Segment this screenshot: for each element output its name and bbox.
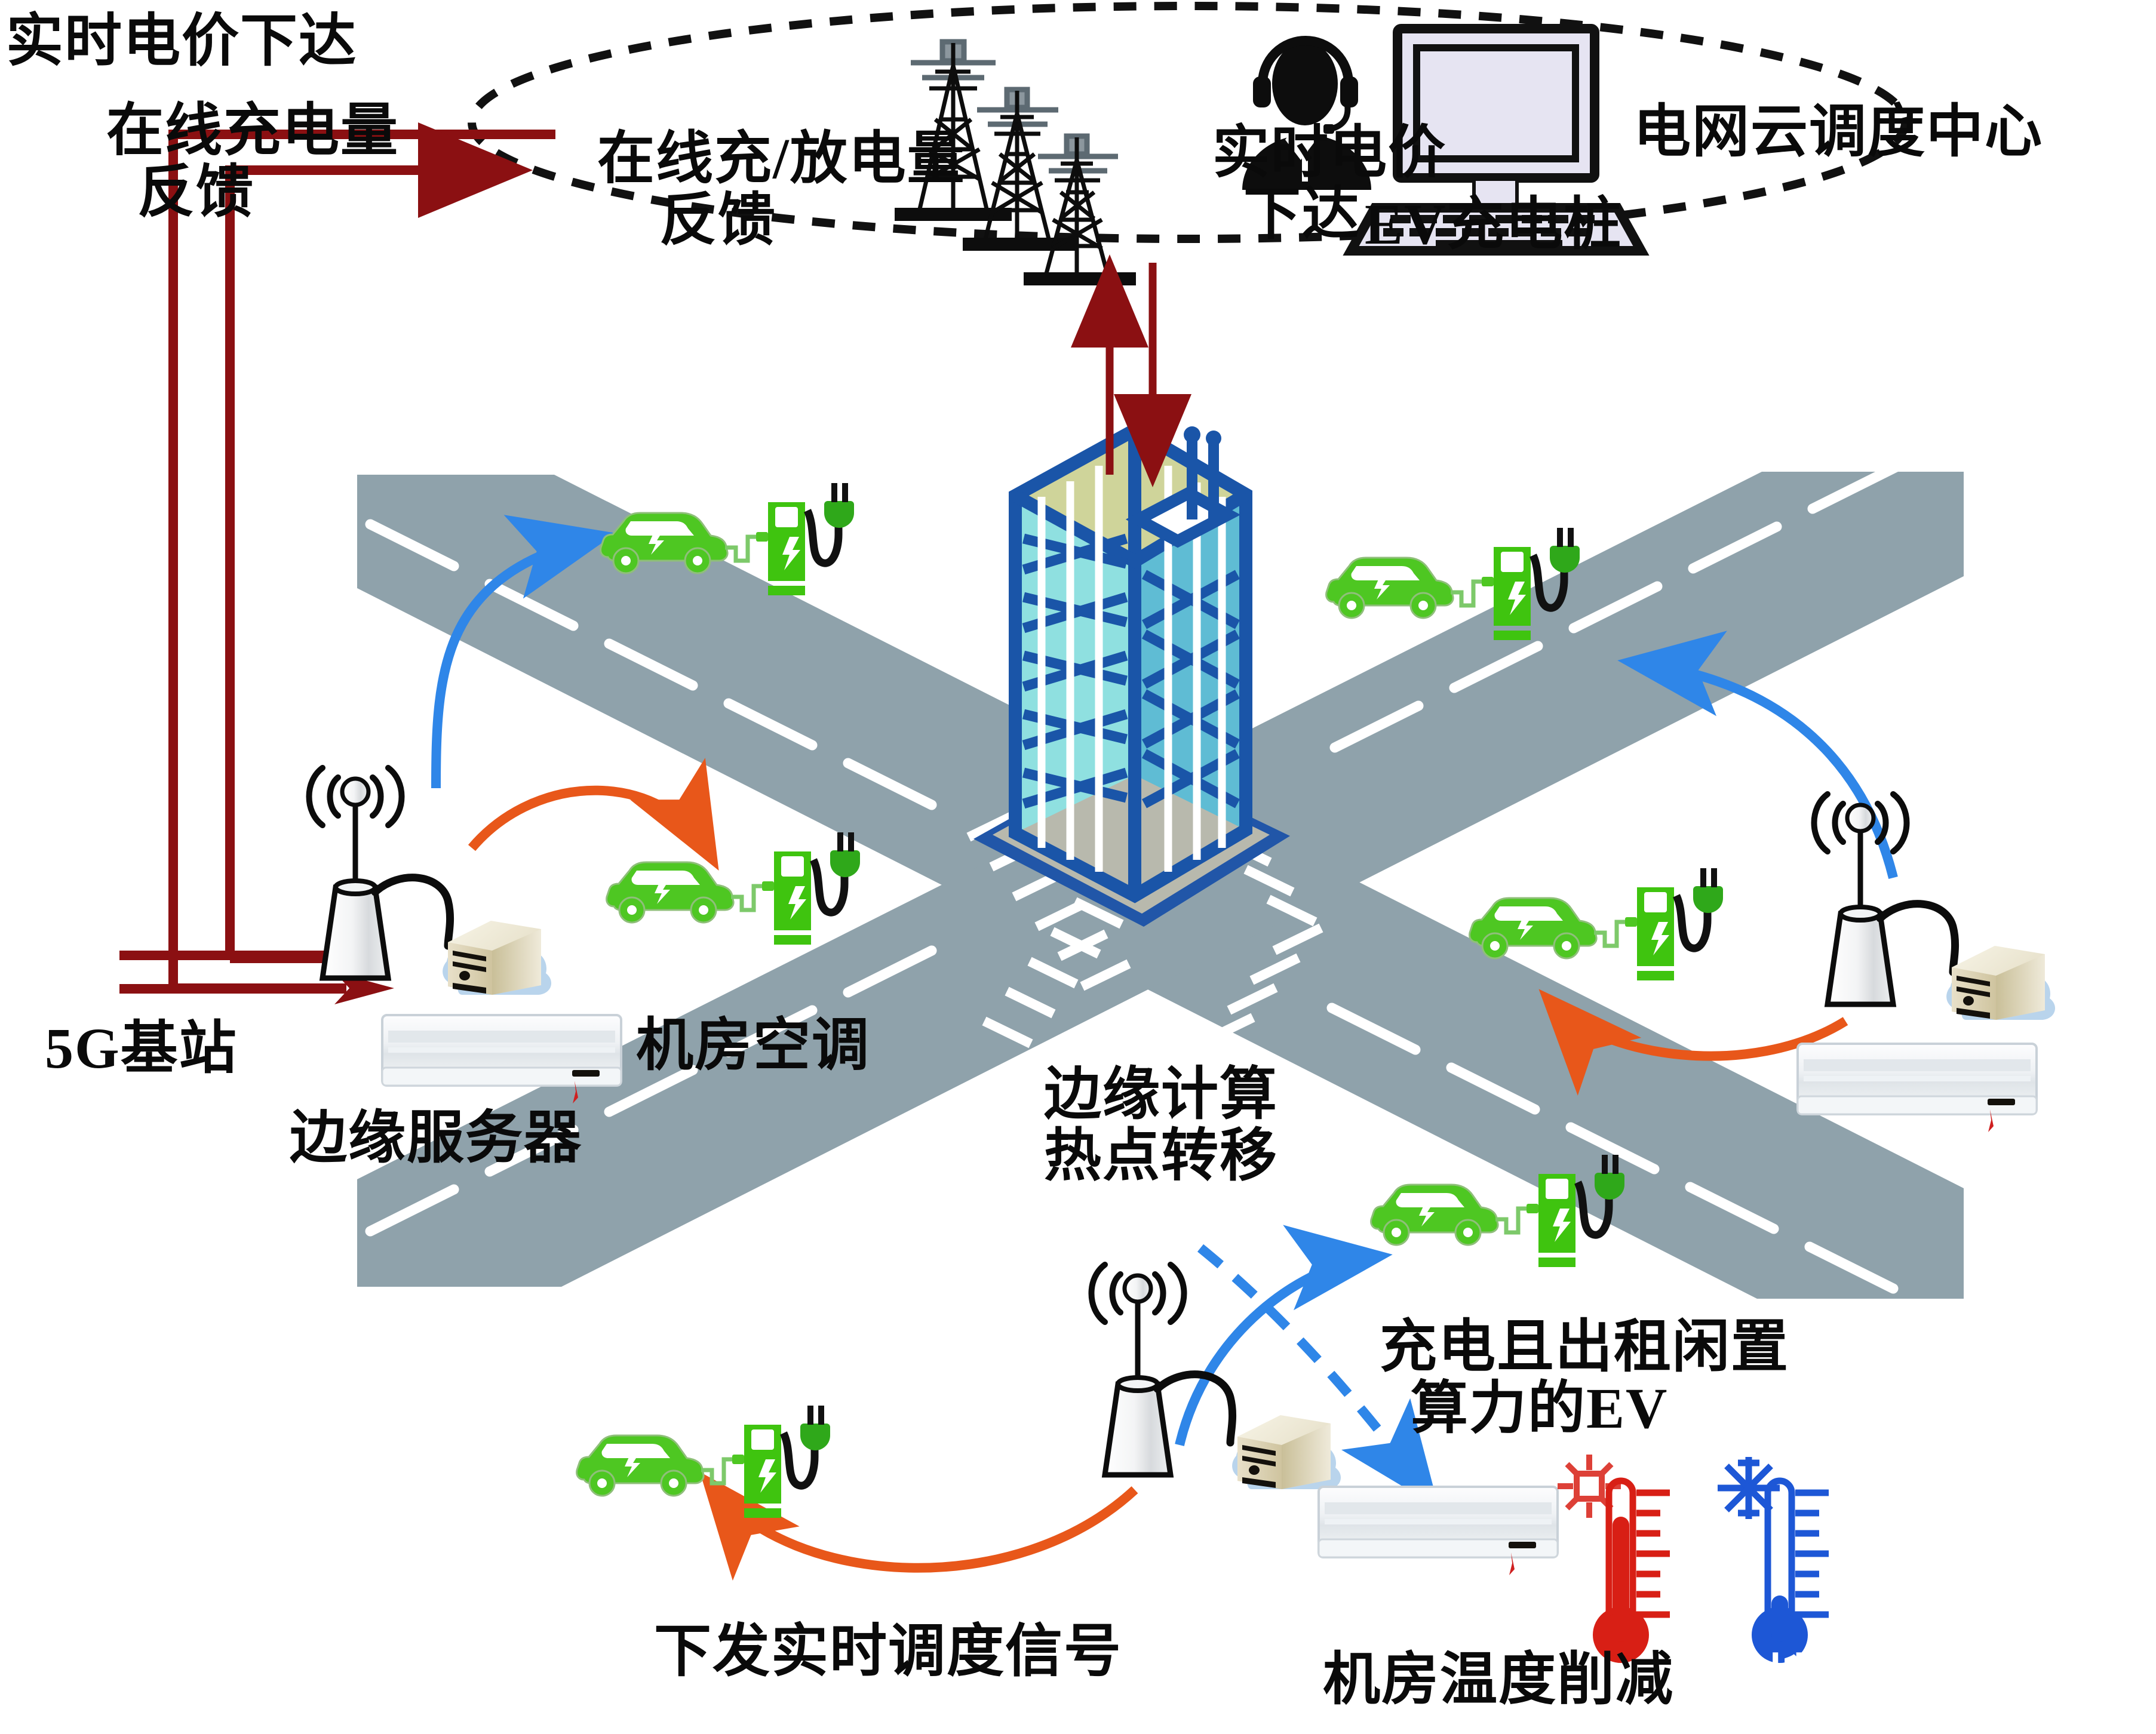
label-edge-server: 边缘服务器 [290,1106,582,1170]
watermark-credit: 搜狐号@电气技术 [1765,1652,2156,1710]
label-online-charge-discharge-feedback: 在线充/放电量 反馈 [597,127,966,252]
label-dispatch-realtime-signal: 下发实时调度信号 [654,1619,1122,1683]
label-edge-compute-hotspot-transfer: 边缘计算 热点转移 [1044,1062,1278,1188]
label-5g-base-station: 5G基站 [45,1016,238,1080]
label-equipment-room-temp-reduction: 机房温度削减 [1323,1647,1674,1711]
label-ev-charging-and-renting-idle-compute: 充电且出租闲置 算力的EV [1380,1315,1789,1440]
label-equipment-room-ac: 机房空调 [636,1013,870,1077]
label-realtime-price-dispatch-left: 实时电价下达 [6,9,357,73]
label-realtime-price-dispatch-center: 实时电价 下达 [1212,121,1446,246]
label-ev-charging-pile: EV充电桩 [1365,192,1623,256]
label-online-charge-feedback: 在线充电量 反馈 [106,99,399,224]
label-grid-cloud-dispatch-center: 电网云调度中心 [1633,100,2043,164]
